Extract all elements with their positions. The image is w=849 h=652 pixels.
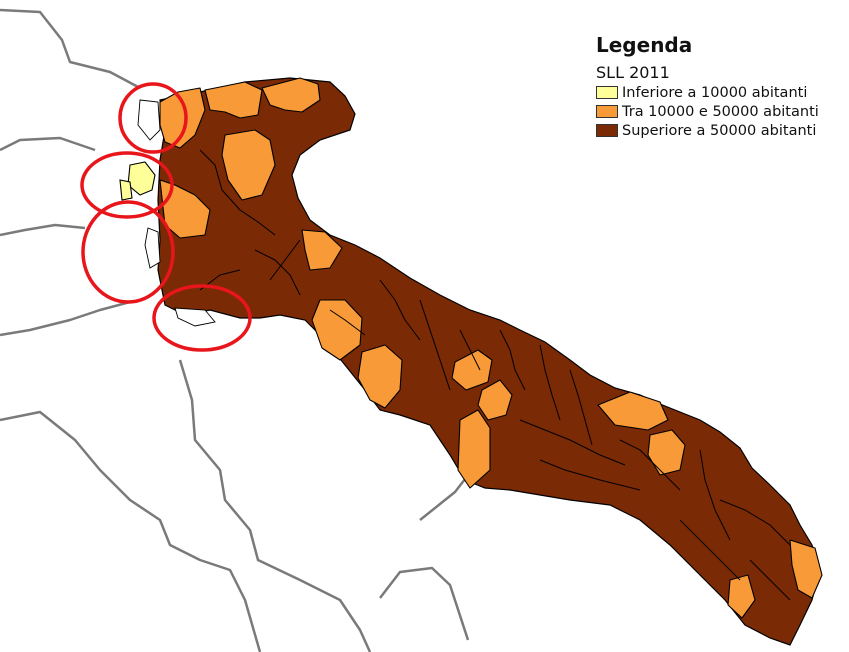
white-fragments	[137, 99, 216, 327]
highlight-circle-4	[152, 284, 252, 352]
legend-subtitle: SLL 2011	[596, 63, 670, 82]
legend-item-small: Inferiore a 10000 abitanti	[596, 83, 846, 102]
neighbouring-region-borders	[0, 8, 474, 652]
legend-title: Legenda	[596, 33, 693, 57]
legend-label-large: Superiore a 50000 abitanti	[622, 122, 817, 139]
medium-sll-areas	[159, 77, 823, 619]
highlight-circle-2	[80, 151, 174, 219]
highlight-circles	[80, 82, 252, 352]
highlight-circle-1	[118, 82, 188, 154]
legend-item-large: Superiore a 50000 abitanti	[596, 121, 846, 140]
legend-label-small: Inferiore a 10000 abitanti	[622, 84, 808, 101]
legend: Legenda SLL 2011 Inferiore a 10000 abita…	[596, 34, 846, 140]
legend-label-medium: Tra 10000 e 50000 abitanti	[622, 103, 819, 120]
highlight-circle-3	[81, 200, 175, 304]
sll-borders	[199, 149, 791, 601]
legend-swatch-large	[596, 124, 618, 137]
legend-item-medium: Tra 10000 e 50000 abitanti	[596, 102, 846, 121]
legend-swatch-small	[596, 86, 618, 99]
legend-swatch-medium	[596, 105, 618, 118]
small-sll-areas	[119, 161, 156, 201]
